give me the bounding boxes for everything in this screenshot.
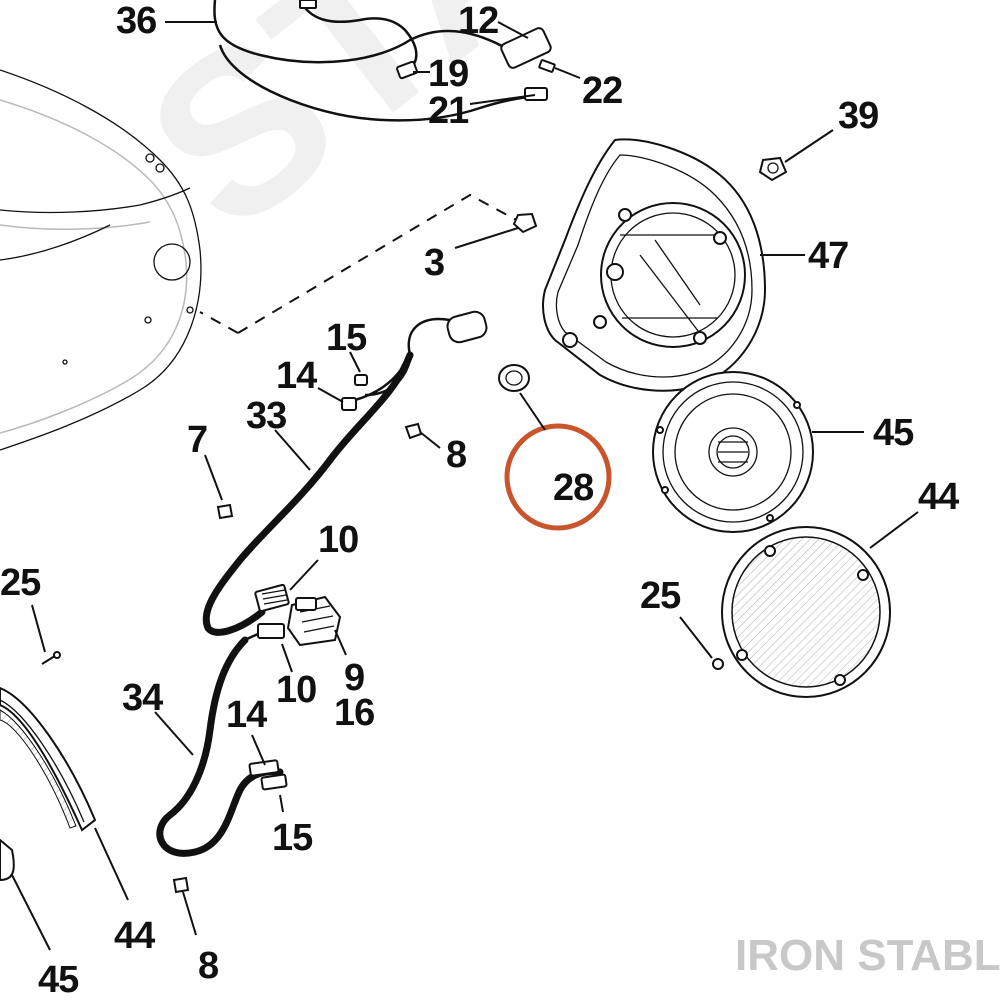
callout-47: 47 <box>808 235 848 277</box>
clip-39 <box>758 156 788 182</box>
callout-21: 21 <box>428 90 469 132</box>
callout-3: 3 <box>424 242 444 284</box>
callout-16: 16 <box>334 692 374 734</box>
clip-8-upper <box>404 422 423 440</box>
speaker-enclosure-47 <box>542 138 767 392</box>
callout-15-upper: 15 <box>326 317 367 359</box>
callout-25-right: 25 <box>640 575 681 617</box>
fairing-outline <box>0 69 202 451</box>
callout-45-left: 45 <box>38 959 79 1000</box>
clip-7 <box>216 503 234 520</box>
speaker-45-right <box>652 371 814 533</box>
callout-33: 33 <box>246 395 286 437</box>
callout-36: 36 <box>116 0 156 42</box>
callout-10-lower: 10 <box>276 669 316 711</box>
wiring-harness-33 <box>202 310 488 636</box>
callout-8-lower: 8 <box>198 945 218 987</box>
connector-10-9-16 <box>286 595 342 647</box>
callout-15-lower: 15 <box>272 817 313 859</box>
speaker-grille-44-left <box>0 686 97 832</box>
callout-34: 34 <box>122 677 163 719</box>
iron-stable-watermark: IRON STABLE <box>735 931 1000 980</box>
speaker-45-left <box>0 838 15 882</box>
screw-25-right <box>712 658 724 670</box>
clip-8-lower <box>172 876 190 894</box>
callout-14-upper: 14 <box>276 355 317 397</box>
callout-45-right: 45 <box>873 412 914 454</box>
callout-7: 7 <box>187 419 207 461</box>
callout-22: 22 <box>582 70 622 112</box>
wiring-harness-34 <box>156 623 288 857</box>
callout-25-left: 25 <box>0 562 41 604</box>
callout-39: 39 <box>838 95 878 137</box>
wiring-harness-36 <box>213 0 556 122</box>
callout-labels: 36 12 19 21 22 39 3 47 15 14 33 7 8 28 4… <box>0 0 960 1000</box>
grommet-28 <box>498 364 530 392</box>
callout-14-lower: 14 <box>226 694 267 736</box>
callout-8-upper: 8 <box>446 434 466 476</box>
highlight-circle <box>504 423 612 531</box>
callout-44-left: 44 <box>114 915 155 957</box>
callout-28: 28 <box>553 467 593 509</box>
callout-12: 12 <box>458 0 498 42</box>
alignment-dashed-line <box>199 193 521 334</box>
clip-3 <box>512 212 538 234</box>
callout-10-upper: 10 <box>318 519 358 561</box>
callout-44-right: 44 <box>918 476 959 518</box>
speaker-grille-44-right <box>721 526 891 698</box>
callout-19: 19 <box>428 53 468 95</box>
callout-9: 9 <box>344 657 364 699</box>
screw-25-left <box>41 651 61 665</box>
leader-lines <box>11 21 919 951</box>
